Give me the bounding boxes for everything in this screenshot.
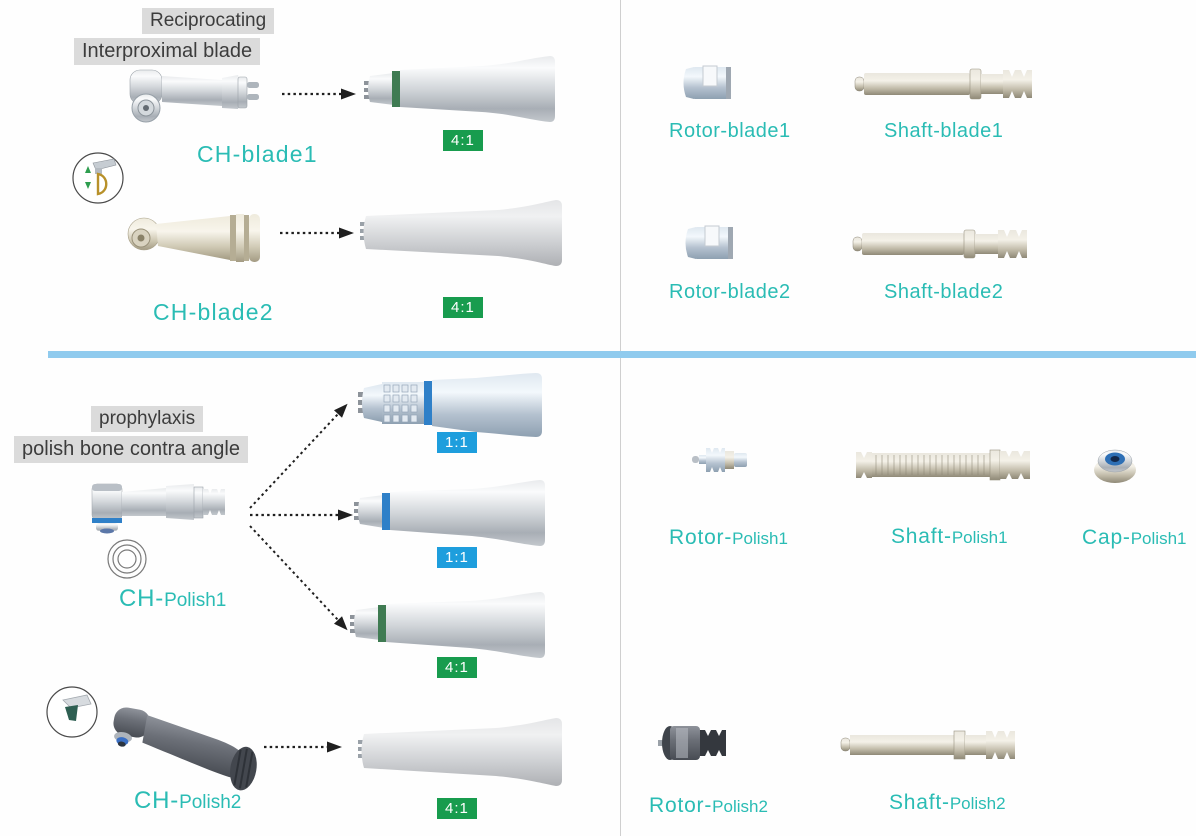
- rotor-polish2-label-prefix: Rotor-: [649, 794, 713, 817]
- arrow-ch-polish2: [262, 740, 344, 754]
- concentric-rings-icon: [104, 536, 150, 582]
- rotor-polish1-label-prefix: Rotor-: [669, 526, 733, 549]
- ratio-badge-polish1-body1: 1:1: [437, 432, 477, 453]
- shaft-polish1-label-prefix: Shaft-: [891, 525, 952, 548]
- ch-blade2-label: CH-blade2: [153, 299, 274, 325]
- ch-polish1-label: CH-Polish1: [119, 585, 226, 613]
- shaft-polish2-label-prefix: Shaft-: [889, 791, 950, 814]
- section-divider-blue-line: [48, 351, 1196, 358]
- arrow-ch-polish1-down: [246, 520, 368, 652]
- arrow-ch-blade2: [278, 226, 356, 240]
- vertical-divider: [620, 0, 621, 836]
- shaft-polish2-label: Shaft-Polish2: [889, 791, 1006, 815]
- body-polish1-lowspeed-image: [348, 590, 548, 658]
- tag-prophylaxis: prophylaxis: [91, 406, 204, 432]
- shaft-polish2-image: [838, 724, 1020, 764]
- rotor-polish2-label: Rotor-Polish2: [649, 794, 768, 818]
- rotor-polish2-label-suffix: Polish2: [712, 797, 768, 816]
- rotor-polish1-label-suffix: Polish1: [732, 529, 788, 548]
- ratio-badge-blade2: 4:1: [443, 297, 483, 318]
- body-blade1-image: [362, 54, 558, 124]
- rotor-polish2-image: [656, 718, 728, 768]
- tag-polish-bone-contra-angle: polish bone contra angle: [14, 436, 248, 463]
- arrow-ch-polish1-mid: [248, 508, 358, 522]
- ch-blade1-image: [126, 66, 266, 130]
- arrow-ch-polish1-up: [246, 386, 368, 514]
- cap-polish1-image: [1090, 442, 1140, 486]
- ch-polish2-image: [98, 702, 273, 794]
- ratio-badge-polish2: 4:1: [437, 798, 477, 819]
- ratio-badge-blade1: 4:1: [443, 130, 483, 151]
- shaft-blade2-label: Shaft-blade2: [884, 281, 1004, 303]
- rotor-blade2-label: Rotor-blade2: [669, 281, 791, 303]
- ch-polish1-image: [86, 476, 231, 542]
- body-polish1-ribbed-image: [356, 372, 544, 440]
- body-polish1-midspeed-image: [352, 478, 548, 546]
- cap-polish1-label: Cap-Polish1: [1082, 526, 1186, 550]
- ch-polish1-label-prefix: CH-: [119, 585, 165, 612]
- shaft-blade2-image: [850, 222, 1034, 266]
- ch-blade1-label: CH-blade1: [197, 141, 318, 167]
- ratio-badge-polish1-body2: 1:1: [437, 547, 477, 568]
- tag-reciprocating: Reciprocating: [142, 8, 275, 34]
- rotor-blade1-image: [678, 64, 736, 102]
- ch-polish2-label-suffix: Polish2: [179, 792, 242, 813]
- body-polish2-image: [356, 710, 568, 796]
- tag-interproximal-blade: Interproximal blade: [74, 38, 261, 65]
- ratio-badge-polish1-body3: 4:1: [437, 657, 477, 678]
- ch-polish2-label: CH-Polish2: [134, 787, 241, 815]
- shaft-blade1-image: [852, 60, 1036, 108]
- reciprocating-blade-inset-icon: [71, 151, 125, 205]
- shaft-polish1-label: Shaft-Polish1: [891, 525, 1008, 549]
- cap-polish1-label-suffix: Polish1: [1130, 529, 1187, 548]
- shaft-blade1-label: Shaft-blade1: [884, 120, 1004, 142]
- arrow-ch-blade1: [280, 87, 358, 101]
- prophy-cup-inset-icon: [45, 685, 99, 739]
- rotor-polish1-image: [690, 442, 750, 478]
- shaft-polish1-label-suffix: Polish1: [951, 528, 1008, 547]
- rotor-blade1-label: Rotor-blade1: [669, 120, 791, 142]
- ch-polish2-label-prefix: CH-: [134, 787, 180, 814]
- cap-polish1-label-prefix: Cap-: [1082, 526, 1131, 549]
- rotor-blade2-image: [680, 224, 738, 262]
- shaft-polish2-label-suffix: Polish2: [949, 794, 1006, 813]
- body-blade2-image: [358, 196, 568, 270]
- ch-polish1-label-suffix: Polish1: [164, 590, 227, 611]
- rotor-polish1-label: Rotor-Polish1: [669, 526, 788, 550]
- ch-blade2-image: [126, 210, 276, 270]
- shaft-polish1-image: [850, 442, 1042, 484]
